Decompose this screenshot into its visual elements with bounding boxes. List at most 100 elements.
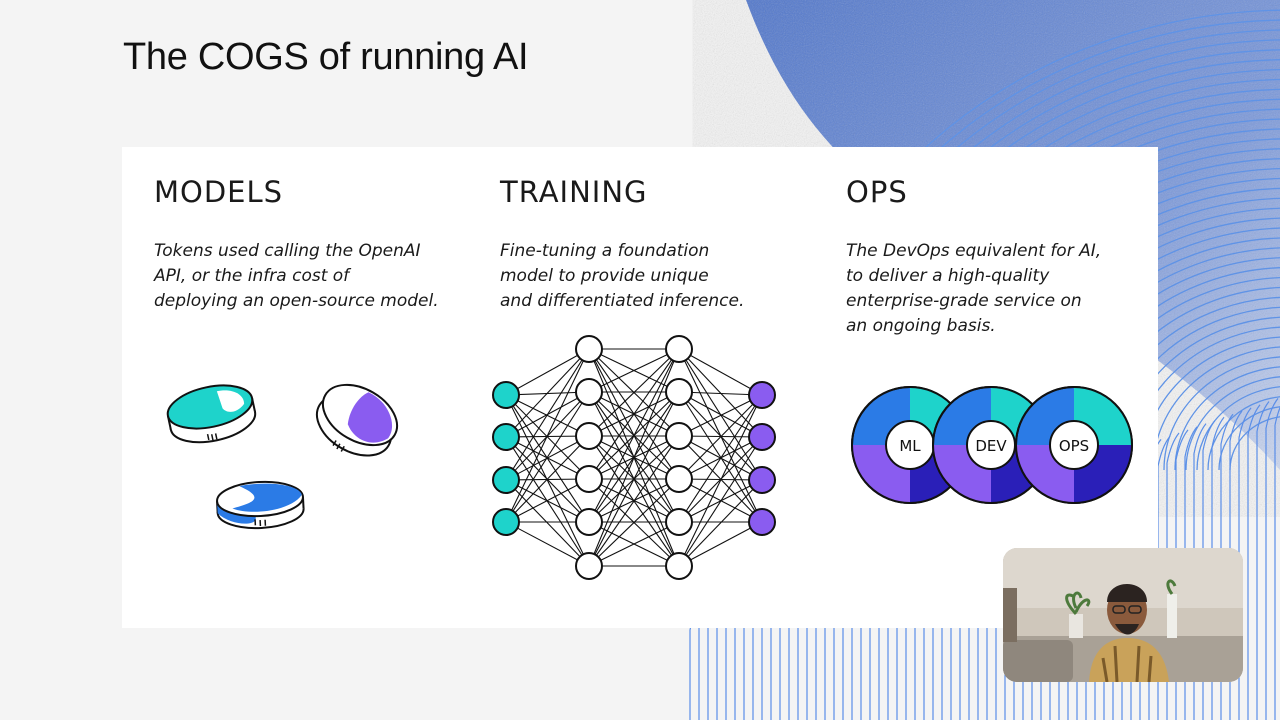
coins-illustration	[166, 383, 398, 530]
models-line: API, or the infra cost of	[154, 266, 350, 286]
nn-connection	[505, 394, 590, 567]
nn-connection	[588, 435, 680, 567]
nn-node	[575, 335, 603, 363]
nn-connection	[505, 348, 590, 481]
nn-node	[492, 381, 520, 409]
nn-node	[575, 508, 603, 536]
nn-node	[748, 381, 776, 409]
nn-node	[665, 335, 693, 363]
nn-connection	[588, 348, 680, 480]
nn-connection	[588, 348, 680, 567]
decorative-line	[1157, 435, 1171, 720]
nn-connection	[588, 391, 680, 567]
models-column: MODELS Tokens used calling the OpenAI AP…	[154, 175, 439, 314]
presenter-image	[1003, 548, 1243, 682]
ops-line: The DevOps equivalent for AI,	[846, 241, 1102, 261]
nn-connection	[588, 348, 680, 393]
nn-node	[665, 508, 693, 536]
nn-node	[748, 508, 776, 536]
models-description: Tokens used calling the OpenAI API, or t…	[154, 239, 439, 314]
nn-connection	[505, 478, 590, 523]
nn-node	[665, 552, 693, 580]
training-line: and differentiated inference.	[500, 291, 745, 311]
nn-connection	[678, 394, 763, 567]
coin-icon	[216, 480, 305, 530]
coin-icon	[316, 383, 398, 457]
nn-connection	[588, 478, 680, 567]
ops-description: The DevOps equivalent for AI, to deliver…	[846, 239, 1101, 339]
decorative-line	[1247, 404, 1261, 720]
ring-label: DEV	[975, 437, 1007, 455]
decorative-arc	[1174, 366, 1280, 471]
training-heading: TRAINING	[500, 175, 648, 209]
nn-connection	[505, 391, 590, 523]
decorative-line	[1274, 406, 1280, 720]
training-column: TRAINING Fine-tuning a foundation model …	[500, 175, 744, 314]
nn-node	[575, 378, 603, 406]
nn-connection	[678, 391, 763, 438]
nn-connection	[505, 435, 590, 523]
nn-node	[575, 465, 603, 493]
nn-connection	[588, 521, 680, 567]
training-line: model to provide unique	[500, 266, 709, 286]
presenter-video	[1003, 548, 1243, 682]
nn-connection	[588, 348, 680, 437]
ops-ring: OPS	[1015, 386, 1133, 504]
ops-line: enterprise-grade service on	[846, 291, 1082, 311]
neural-network-icon	[492, 335, 776, 580]
decorative-arc	[1218, 406, 1280, 471]
training-line: Fine-tuning a foundation	[500, 241, 710, 261]
content-panel: MODELS Tokens used calling the OpenAI AP…	[122, 147, 1158, 628]
decorative-arc	[1207, 396, 1280, 471]
ops-line: to deliver a high-quality	[846, 266, 1050, 286]
nn-node	[575, 552, 603, 580]
nn-node	[492, 466, 520, 494]
ring-label: OPS	[1059, 437, 1089, 455]
decorative-line	[1202, 420, 1216, 720]
nn-node	[492, 508, 520, 536]
training-description: Fine-tuning a foundation model to provid…	[500, 239, 744, 314]
nn-connection	[678, 521, 763, 567]
decorative-line	[1265, 398, 1279, 720]
dev-ring: DEV	[932, 386, 1050, 504]
nn-node	[665, 378, 693, 406]
nn-connection	[505, 348, 590, 396]
nn-connection	[678, 391, 763, 523]
decorative-arc	[1196, 386, 1280, 471]
nn-node	[748, 423, 776, 451]
ops-line: an ongoing basis.	[846, 316, 996, 336]
nn-connection	[678, 394, 763, 437]
ops-column: OPS The DevOps equivalent for AI, to del…	[846, 175, 1101, 339]
decorative-arc	[1185, 376, 1280, 471]
decorative-arc	[1163, 356, 1280, 471]
decorative-line	[1184, 426, 1198, 720]
decorative-line	[1238, 407, 1252, 720]
nn-connection	[678, 394, 763, 480]
mlops-loop-icon: ML DEV OPS	[851, 386, 1133, 504]
nn-connection	[505, 348, 590, 523]
decorative-line	[1256, 401, 1270, 720]
nn-node	[575, 422, 603, 450]
decorative-line	[1220, 413, 1234, 720]
decorative-line	[1229, 410, 1243, 720]
nn-node	[492, 423, 520, 451]
nn-connection	[678, 394, 763, 523]
models-heading: MODELS	[154, 175, 284, 209]
nn-connection	[678, 479, 763, 567]
nn-node	[665, 422, 693, 450]
ops-heading: OPS	[846, 175, 908, 209]
nn-node	[748, 466, 776, 494]
ring-label: ML	[899, 437, 921, 455]
models-line: Tokens used calling the OpenAI	[154, 241, 421, 261]
nn-connection	[505, 521, 590, 567]
nn-node	[665, 465, 693, 493]
models-line: deploying an open-source model.	[154, 291, 439, 311]
decorative-line	[1211, 416, 1225, 720]
coin-icon	[166, 384, 257, 444]
nn-connection	[588, 348, 680, 523]
nn-connection	[505, 348, 590, 438]
nn-connection	[678, 436, 763, 567]
nn-connection	[678, 348, 763, 396]
decorative-arc	[1229, 416, 1280, 471]
decorative-line	[1193, 423, 1207, 720]
